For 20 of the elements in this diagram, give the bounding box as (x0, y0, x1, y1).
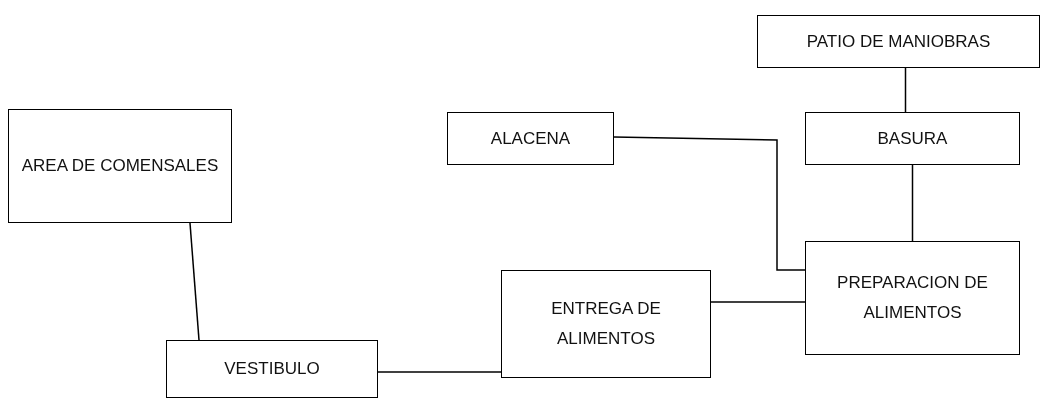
box-label: ALACENA (489, 127, 572, 150)
box-label: BASURA (876, 127, 949, 150)
connector-line (911, 164, 914, 242)
connector-line (613, 136, 806, 271)
connector-line (189, 222, 200, 341)
process-box (8, 109, 232, 223)
box-label: PATIO DE MANIOBRAS (805, 30, 992, 53)
process-box (166, 340, 378, 398)
process-box (757, 15, 1040, 68)
box-label: PREPARACION DE ALIMENTOS (836, 272, 989, 324)
process-box (805, 112, 1020, 165)
process-box (805, 241, 1020, 355)
process-box (447, 112, 614, 165)
connector-line (904, 67, 907, 113)
box-label: AREA DE COMENSALES (20, 155, 220, 178)
box-label: ENTREGA DE ALIMENTOS (550, 298, 662, 350)
box-label: VESTIBULO (223, 358, 321, 381)
connector-line (377, 371, 502, 373)
process-box (501, 270, 711, 378)
connector-line (710, 301, 806, 303)
